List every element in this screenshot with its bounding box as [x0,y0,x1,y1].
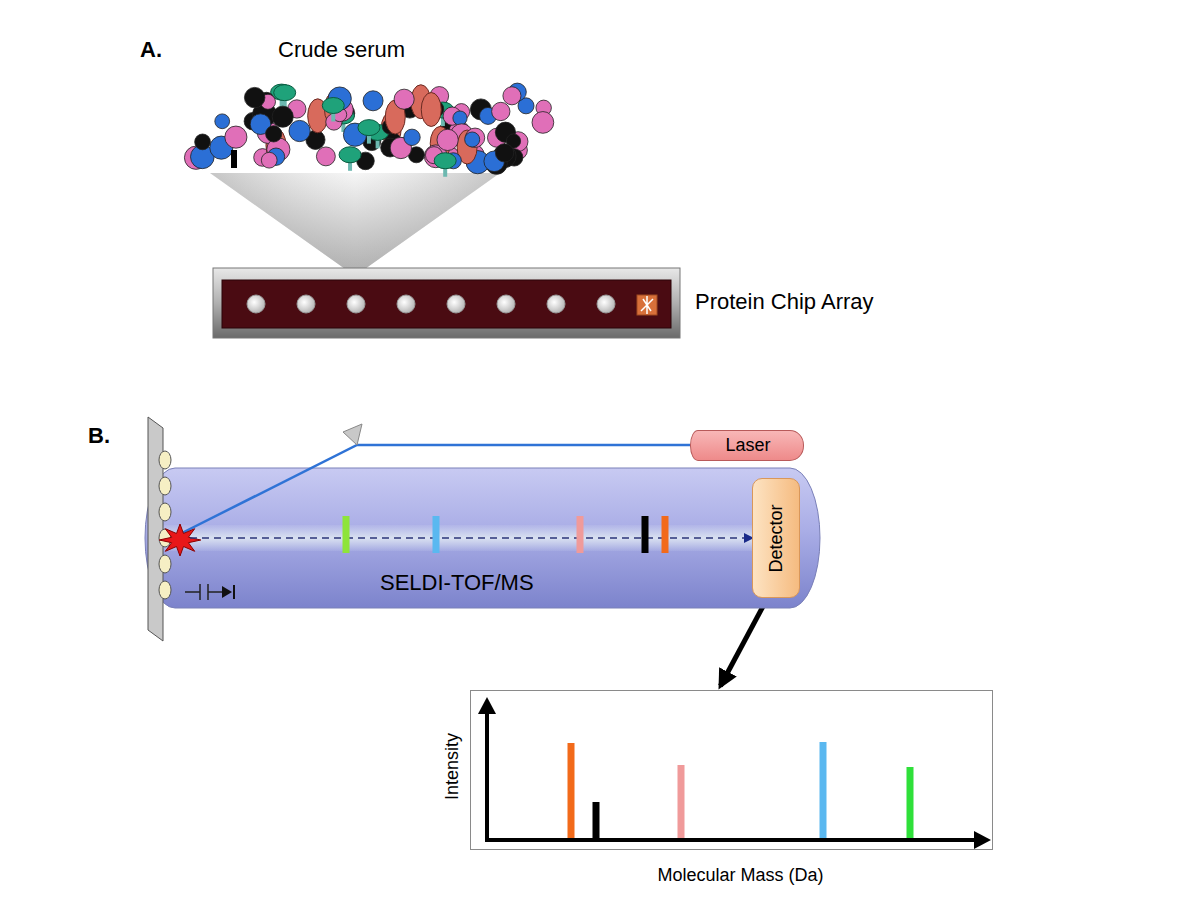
funnel [210,173,500,276]
spectrum-chart: IntensityMolecular Mass (Da) [470,690,993,850]
node-label: SELDI-TOF/MS [380,570,534,596]
laser-box: Laser [690,430,804,461]
tof-tube: DetectorSELDI-TOF/MS [145,468,820,608]
chip-label: Protein Chip Array [695,289,874,315]
funnel-shade [210,173,500,276]
serum-proteins [184,83,553,177]
node-label: Laser [725,435,770,456]
panel-letter: A. [140,37,162,63]
chip-logo [637,295,657,315]
sample-label: Crude serum [278,37,405,63]
axis-title: Intensity [443,732,464,799]
chip-strip [213,268,680,338]
node-label: Detector [766,504,787,572]
chip-surface [222,280,671,328]
chip-spots [247,295,615,313]
panel-letter: B. [88,423,110,449]
axis-title: Molecular Mass (Da) [657,865,823,886]
output-arrow [720,600,766,686]
chip-logo-mark [641,296,653,314]
detector-box: Detector [752,478,800,598]
